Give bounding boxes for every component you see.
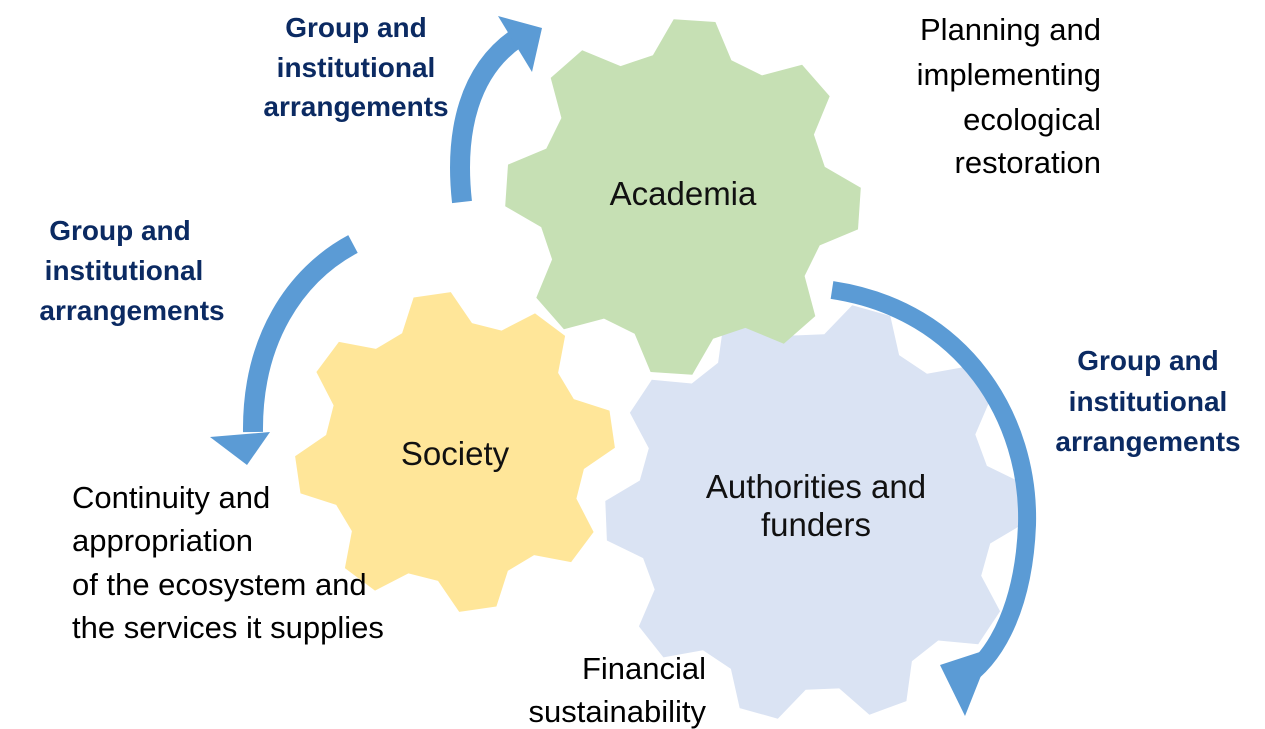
right-arrangement-arrow: [830, 281, 1037, 716]
society-gear: [295, 292, 615, 612]
arrangement-line: institutional: [1069, 386, 1228, 417]
right-arrangement-label: Group and institutional arrangements: [1055, 345, 1240, 457]
authorities-outcome-line: sustainability: [529, 694, 707, 729]
academia-outcome-line: Planning and: [920, 12, 1101, 47]
top-arrangement-label: Group and institutional arrangements: [263, 12, 448, 122]
society-outcome-line: of the ecosystem and: [72, 567, 367, 602]
authorities-outcome-line: Financial: [582, 651, 706, 686]
society-outcome: Continuity and appropriation of the ecos…: [72, 480, 384, 645]
top-arrangement-arrow: [450, 16, 542, 204]
society-outcome-line: appropriation: [72, 523, 253, 558]
society-outcome-line: the services it supplies: [72, 610, 384, 645]
arrangement-line: arrangements: [263, 91, 448, 122]
authorities-funders-gear: [605, 305, 1025, 719]
arrangement-line: Group and: [49, 215, 191, 246]
authorities-label-line-1: Authorities and: [706, 468, 926, 505]
arrangement-line: institutional: [45, 255, 204, 286]
arrangement-line: Group and: [285, 12, 427, 43]
left-arrangement-label: Group and institutional arrangements: [39, 215, 224, 326]
academia-outcome-line: ecological: [963, 102, 1101, 137]
arrangement-line: Group and: [1077, 345, 1219, 376]
authorities-outcome: Financial sustainability: [529, 651, 707, 729]
top-arrow-head: [498, 16, 542, 72]
society-outcome-line: Continuity and: [72, 480, 270, 515]
arrangement-line: arrangements: [1055, 426, 1240, 457]
left-arrangement-arrow: [210, 235, 358, 465]
right-arrow-head: [940, 648, 992, 716]
academia-outcome-line: restoration: [955, 145, 1101, 180]
academia-outcome: Planning and implementing ecological res…: [917, 12, 1101, 180]
arrangement-line: institutional: [277, 52, 436, 83]
academia-outcome-line: implementing: [917, 57, 1101, 92]
left-arrow-body: [242, 235, 358, 433]
left-arrow-head: [210, 432, 270, 465]
society-label: Society: [401, 435, 510, 472]
academia-gear: [505, 19, 861, 375]
academia-label: Academia: [610, 175, 757, 212]
arrangement-line: arrangements: [39, 295, 224, 326]
top-arrow-body: [450, 29, 523, 204]
authorities-label-line-2: funders: [761, 506, 871, 543]
right-arrow-body: [830, 281, 1037, 688]
